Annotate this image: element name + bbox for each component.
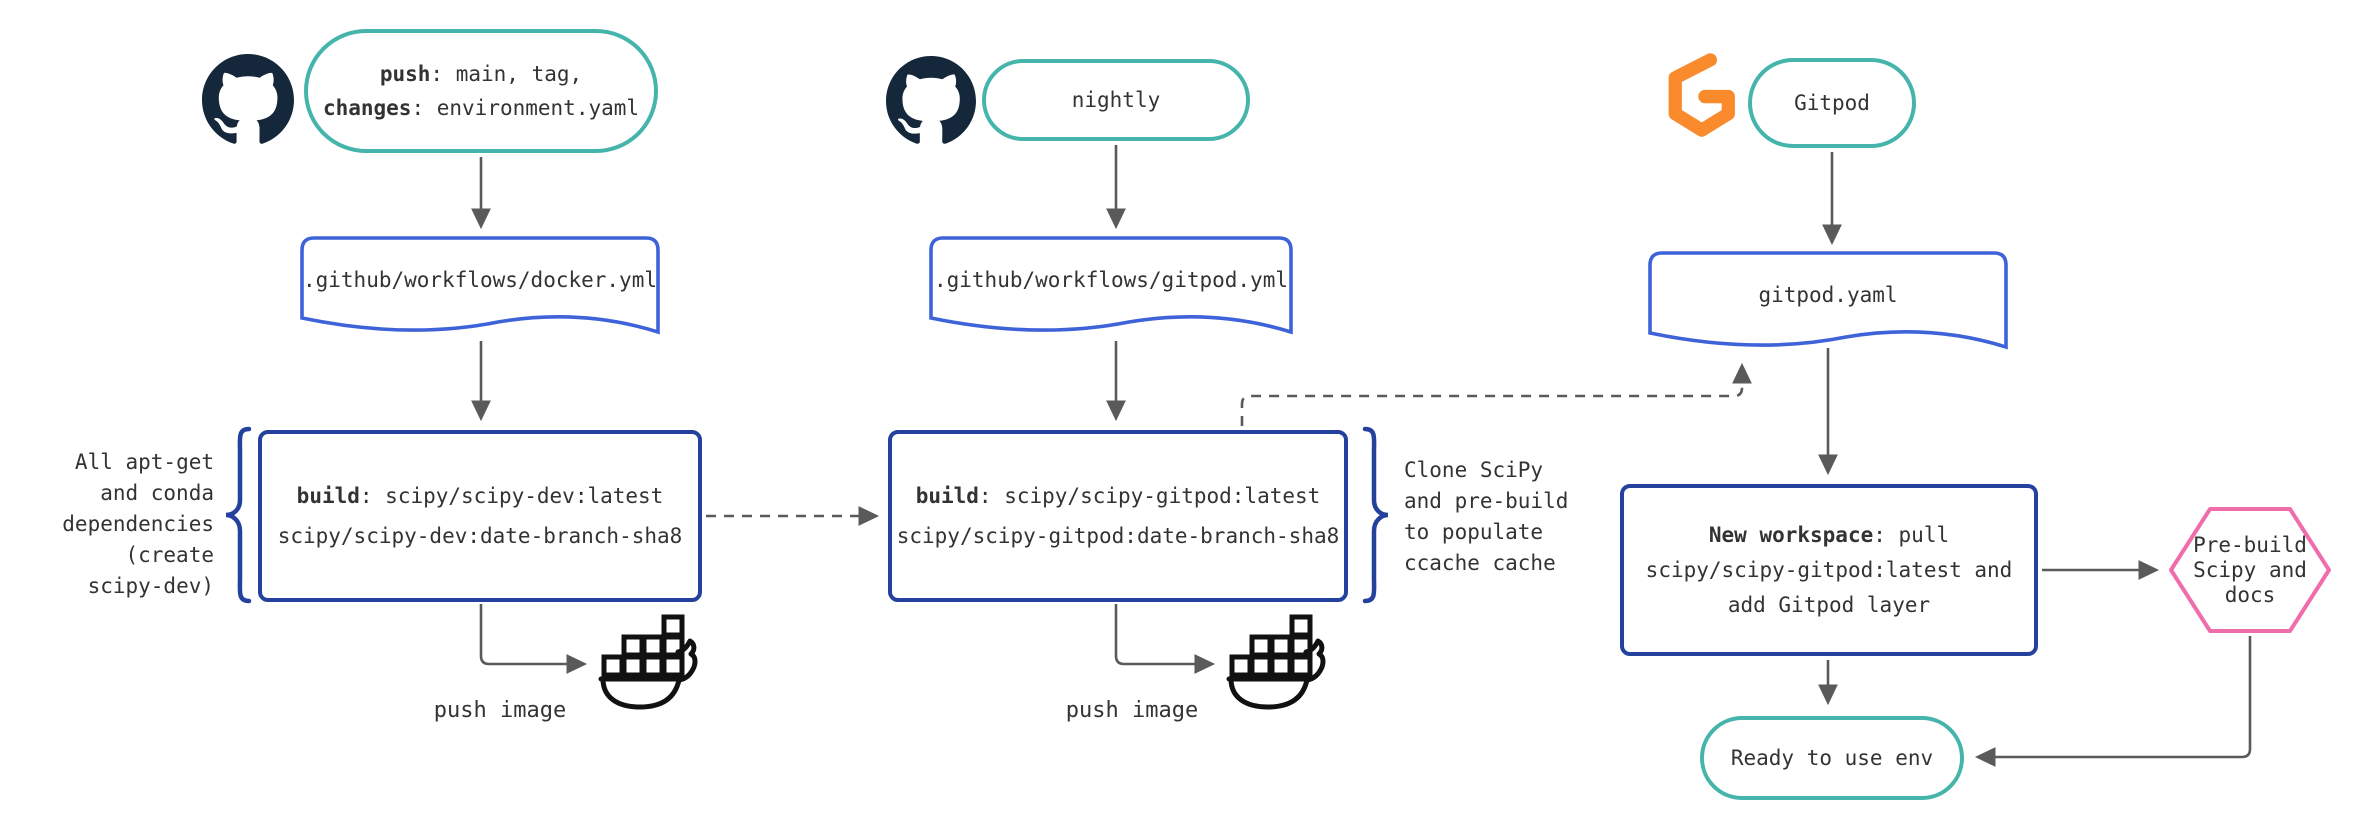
nightly-annotation: Clone SciPy and pre-build to populate cc…	[1404, 458, 1569, 575]
github-icon	[202, 54, 294, 144]
nightly-push-image-label: push image	[1065, 698, 1199, 723]
dev-push-image-label: push image	[433, 698, 567, 723]
nightly-workflow-file-node: .github/workflows/gitpod.yml	[929, 236, 1293, 344]
github-icon	[886, 56, 976, 144]
gitpod-workspace-node: New workspace: pull scipy/scipy-gitpod:l…	[1620, 484, 2038, 656]
dev-annotation: All apt-get and conda dependencies (crea…	[62, 450, 214, 598]
gitpod-trigger-node: Gitpod	[1748, 58, 1916, 148]
nightly-build-node: build: scipy/scipy-gitpod:latest scipy/s…	[888, 430, 1348, 602]
gitpod-config-file-node: gitpod.yaml	[1648, 251, 2008, 359]
workspace-line3: add Gitpod layer	[1727, 592, 1931, 617]
document-shape	[300, 236, 660, 335]
nightly-build-line1: build: scipy/scipy-gitpod:latest	[915, 484, 1321, 508]
dev-build-line1: build: scipy/scipy-dev:latest	[296, 484, 664, 508]
hexagon-shape	[2169, 507, 2331, 633]
ready-env-node: Ready to use env	[1700, 716, 1964, 800]
dev-trigger-node: push: main, tag, changes: environment.ya…	[304, 29, 658, 153]
ready-env-label: Ready to use env	[1730, 746, 1934, 770]
arrow-nightly-build-to-gitpod-yaml-dashed	[1240, 362, 1752, 426]
docker-whale-icon	[598, 614, 698, 710]
document-shape	[929, 236, 1293, 335]
right-brace-icon	[1362, 426, 1389, 604]
dev-workflow-file-label: .github/workflows/docker.yml	[302, 268, 657, 292]
gitpod-icon	[1668, 53, 1735, 137]
gitpod-trigger-label: Gitpod	[1794, 91, 1870, 115]
prebuild-label: Pre-build Scipy and docs	[2193, 533, 2307, 607]
dev-trigger-line2: changes: environment.yaml	[322, 96, 640, 120]
docker-whale-icon	[1226, 614, 1326, 710]
nightly-build-line2: scipy/scipy-gitpod:date-branch-sha8	[896, 524, 1340, 548]
nightly-workflow-file-label: .github/workflows/gitpod.yml	[933, 268, 1288, 292]
prebuild-node: Pre-build Scipy and docs	[2168, 506, 2332, 634]
workspace-line2: scipy/scipy-gitpod:latest and	[1645, 557, 2013, 582]
dev-workflow-file-node: .github/workflows/docker.yml	[300, 236, 660, 344]
gitpod-config-file-label: gitpod.yaml	[1758, 283, 1898, 307]
workspace-line1: New workspace: pull	[1708, 522, 1950, 547]
nightly-trigger-label: nightly	[1071, 88, 1161, 112]
dev-build-line2: scipy/scipy-dev:date-branch-sha8	[277, 524, 683, 548]
dev-build-node: build: scipy/scipy-dev:latest scipy/scip…	[258, 430, 702, 602]
nightly-trigger-node: nightly	[982, 59, 1250, 141]
arrow-nightly-build-to-docker	[1114, 604, 1216, 674]
document-shape	[1648, 251, 2008, 350]
left-brace-icon	[225, 426, 252, 604]
dev-trigger-line1: push: main, tag,	[379, 62, 583, 86]
arrow-dev-build-to-docker	[479, 604, 588, 674]
